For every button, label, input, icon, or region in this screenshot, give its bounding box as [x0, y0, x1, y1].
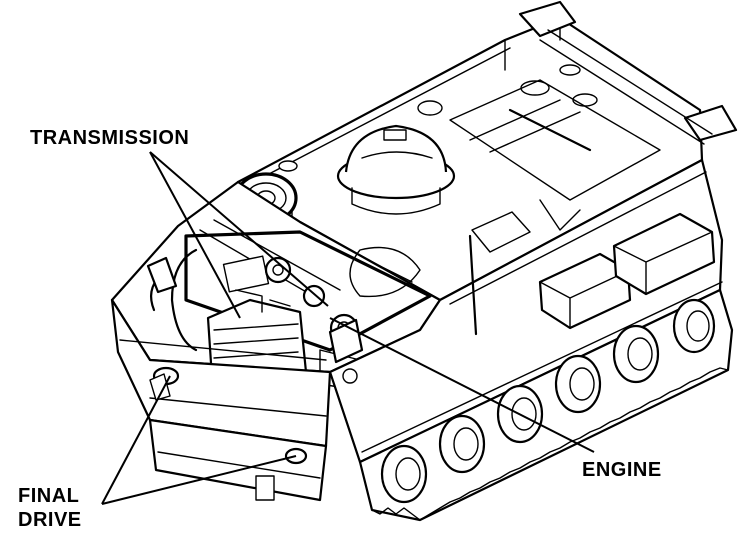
- road-wheel: [554, 354, 602, 414]
- final-drive-label-line2: DRIVE: [18, 509, 82, 531]
- leader-lines: [101, 151, 595, 505]
- side-hull: [328, 158, 724, 464]
- front-plate: [110, 256, 332, 502]
- road-wheel: [438, 414, 486, 474]
- road-wheel: [672, 298, 716, 354]
- final-drive-label: FINAL DRIVE: [18, 484, 82, 532]
- final-drive-leader-right: [101, 455, 297, 505]
- engine-leader: [329, 317, 595, 453]
- engine-label: ENGINE: [582, 459, 662, 481]
- cupola: [336, 124, 456, 215]
- road-wheel: [380, 444, 428, 504]
- transmission-leader-left: [149, 151, 241, 319]
- transmission-leader-right: [149, 151, 329, 307]
- road-wheel: [612, 324, 660, 384]
- final-drive-leader-left: [101, 375, 171, 505]
- final-drive-label-line1: FINAL: [18, 485, 80, 507]
- transmission-label: TRANSMISSION: [30, 127, 190, 149]
